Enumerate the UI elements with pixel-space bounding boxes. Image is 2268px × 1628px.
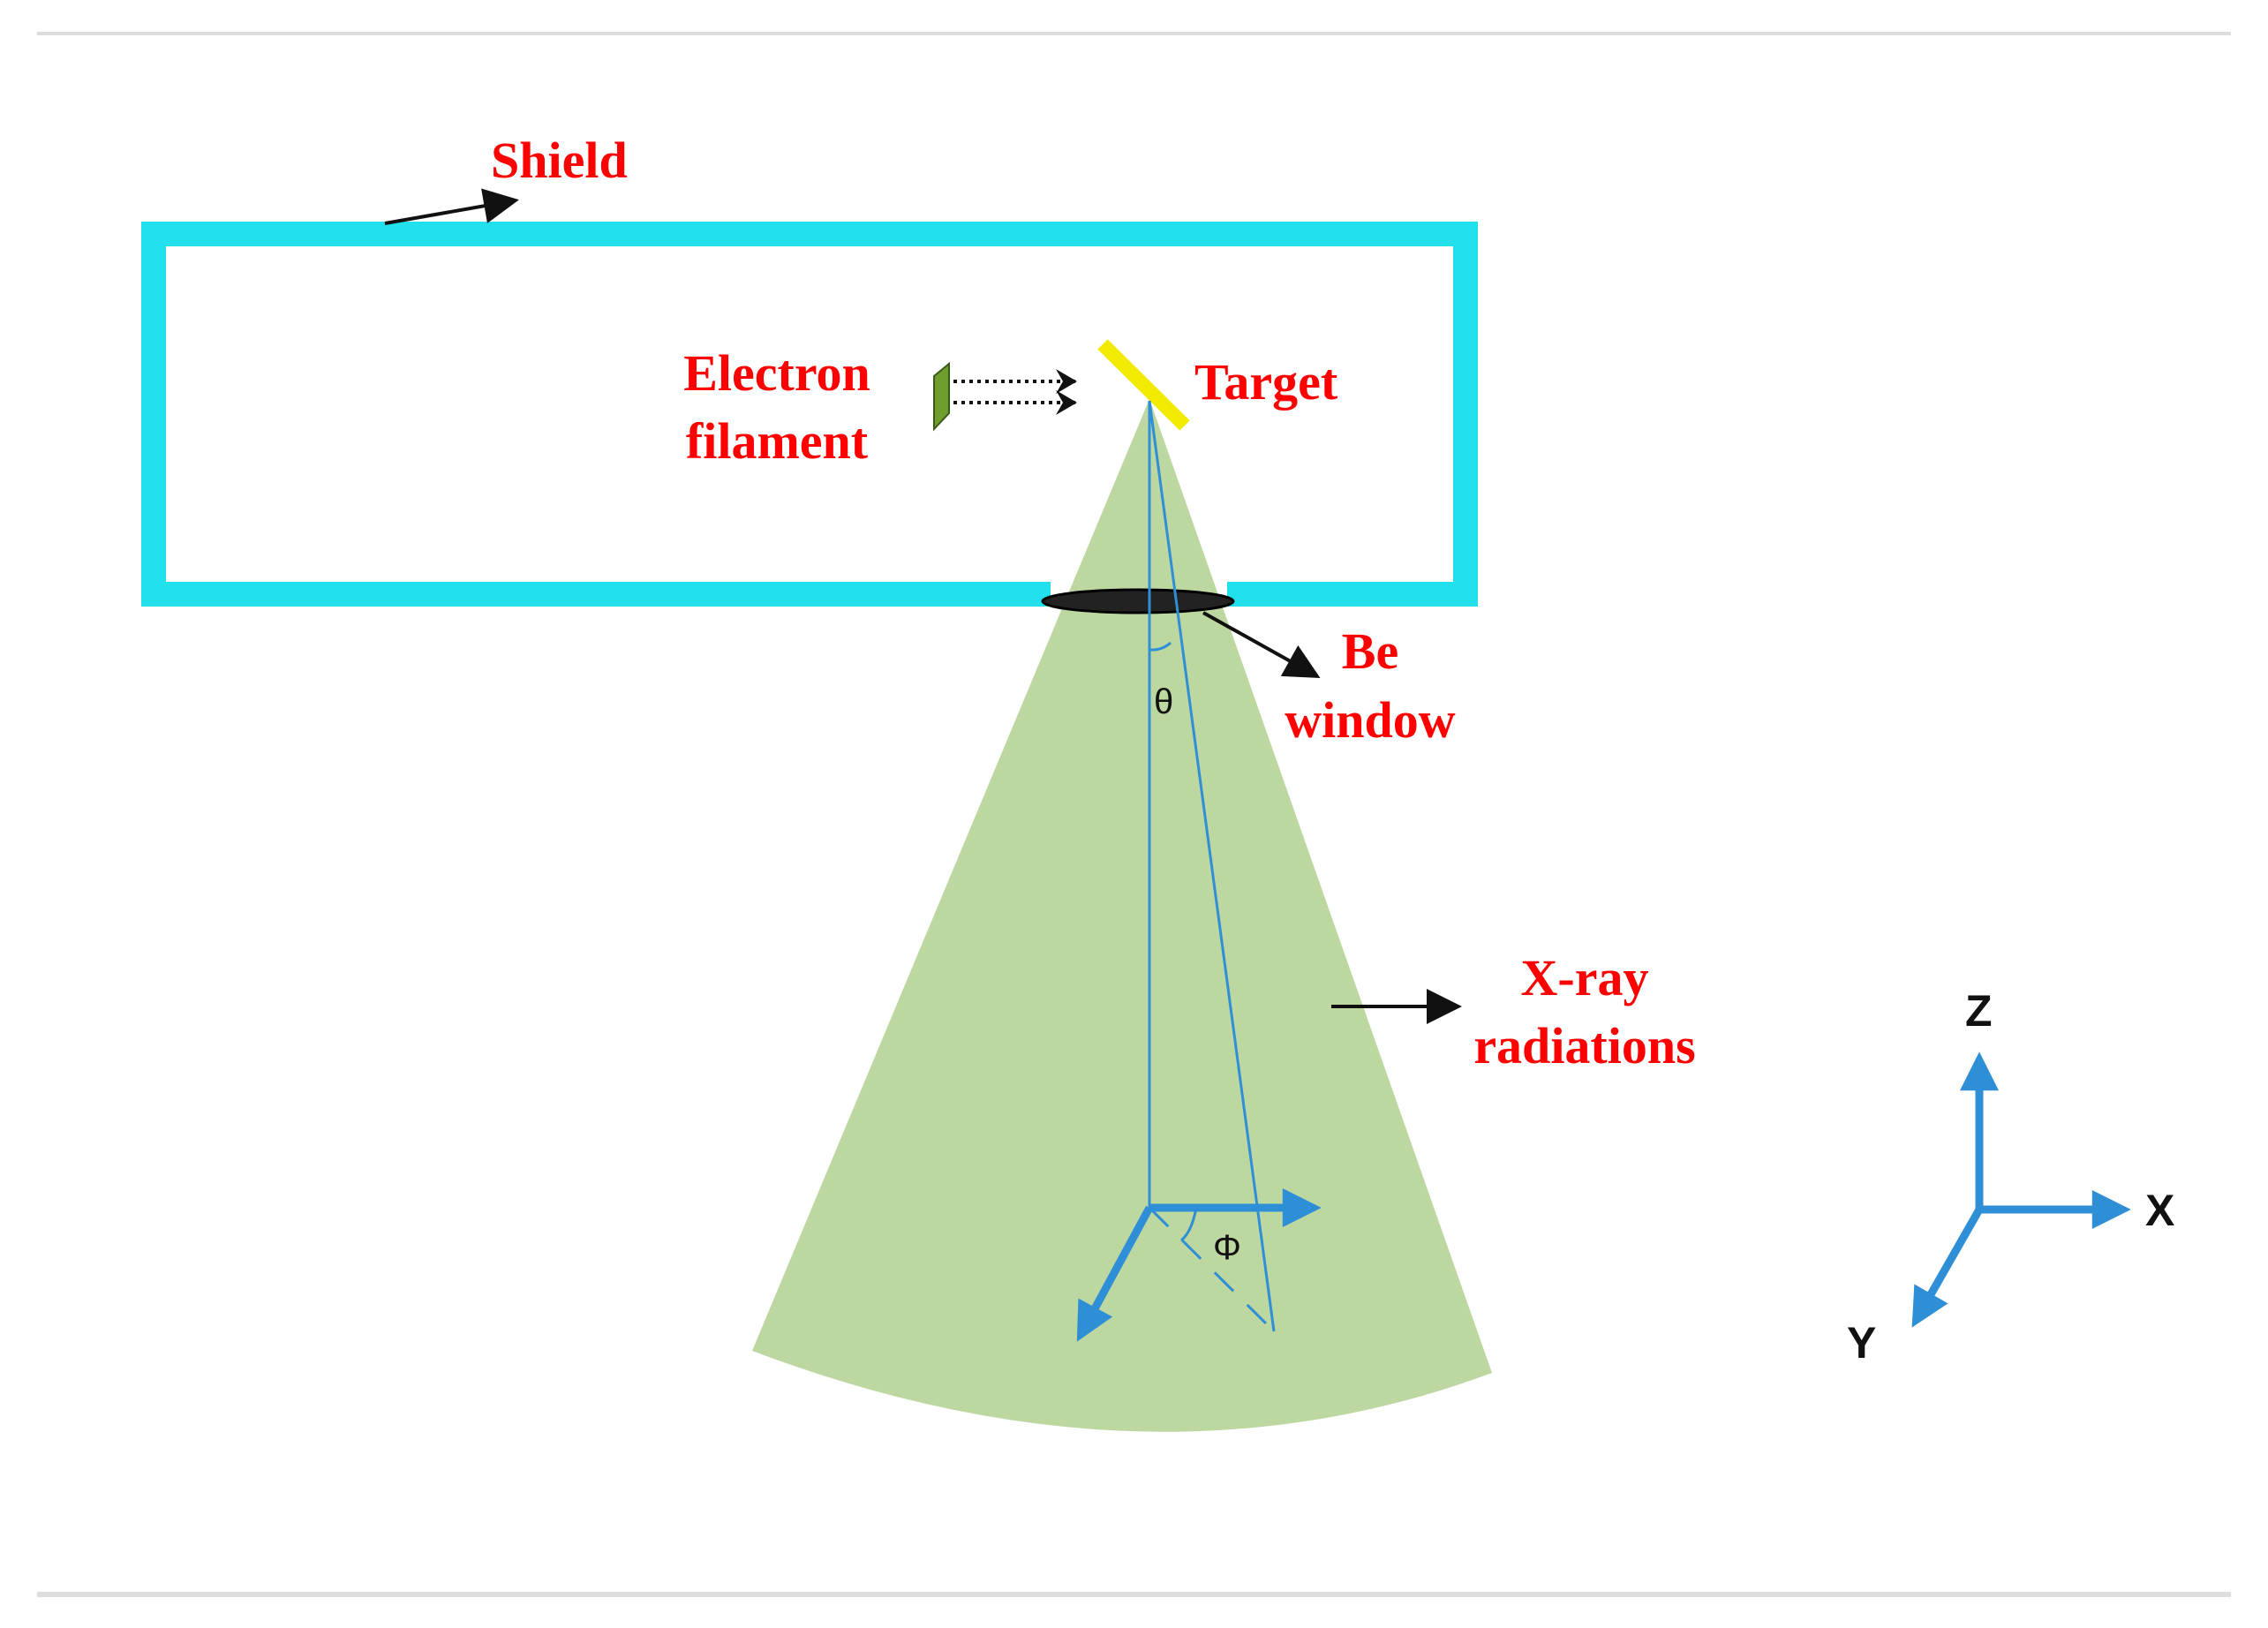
projection-dashed-line (1148, 1206, 1276, 1333)
electron-filament-label-line1: Electron (683, 344, 870, 402)
be-window-label-line2: window (1285, 691, 1456, 749)
be-window (1041, 588, 1235, 614)
shield-outline (141, 222, 1478, 607)
xray-beam-cone (752, 399, 1492, 1432)
be-window-pointer-arrow (1202, 611, 1321, 678)
be-window-label-line1: Be (1342, 622, 1398, 680)
shield-pointer-arrow (384, 188, 519, 225)
theta-arc (1149, 641, 1172, 652)
z-axis-label: Z (1965, 986, 1993, 1036)
electron-beam-arrowhead-top (1056, 369, 1077, 394)
electron-beam-arrowhead-bottom (1056, 390, 1077, 415)
shield-label: Shield (491, 132, 628, 189)
y-axis-arrow (1911, 1207, 1983, 1328)
emission-direction-line (1148, 400, 1276, 1332)
x-axis-label: X (2145, 1186, 2174, 1235)
electron-filament (933, 361, 950, 432)
electron-filament-label-line2: filament (686, 412, 869, 470)
xray-label-line2: radiations (1473, 1017, 1695, 1074)
phi-symbol: Φ (1213, 1228, 1241, 1267)
xray-label-line1: X-ray (1521, 949, 1649, 1006)
target-label: Target (1194, 353, 1338, 411)
local-y-axis-arrow (1076, 1205, 1153, 1342)
theta-symbol: θ (1154, 682, 1173, 721)
y-axis-label: Y (1847, 1318, 1876, 1368)
target-plate (1097, 339, 1190, 431)
